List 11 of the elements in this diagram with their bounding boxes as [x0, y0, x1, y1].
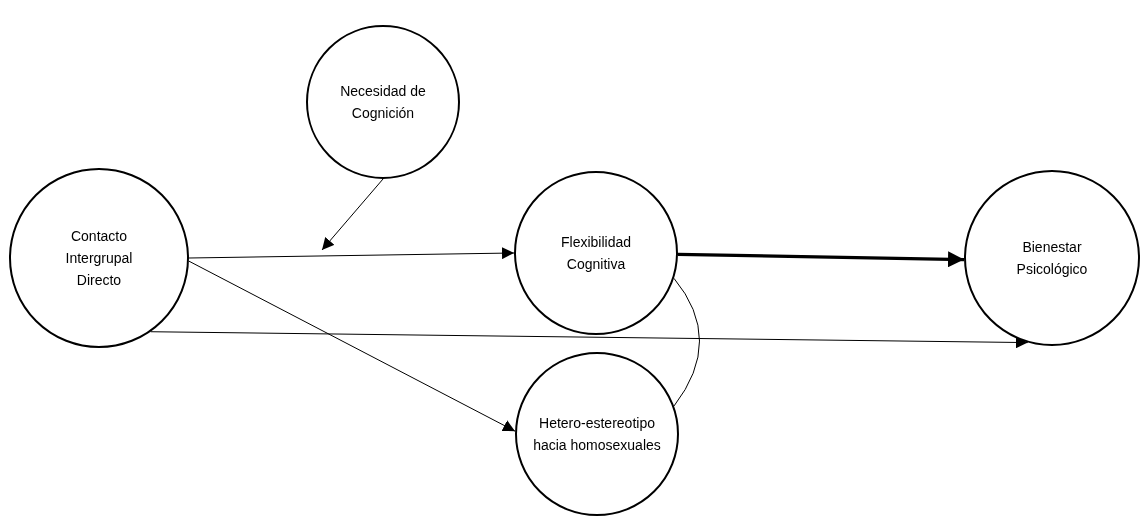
node-label: Necesidad de Cognición — [339, 82, 427, 123]
arrow — [677, 251, 965, 268]
node-label: Hetero-estereotipo hacia homosexuales — [532, 414, 662, 455]
node-label: Flexibilidad Cognitiva — [559, 233, 632, 274]
connector-line — [673, 277, 700, 407]
node-label: Bienestar Psicológico — [1015, 238, 1089, 279]
node-label: Contacto Intergrupal Directo — [64, 227, 134, 290]
arrow — [188, 247, 515, 260]
arrow — [150, 331, 1029, 349]
arrow — [321, 178, 384, 251]
arrow — [188, 260, 516, 432]
